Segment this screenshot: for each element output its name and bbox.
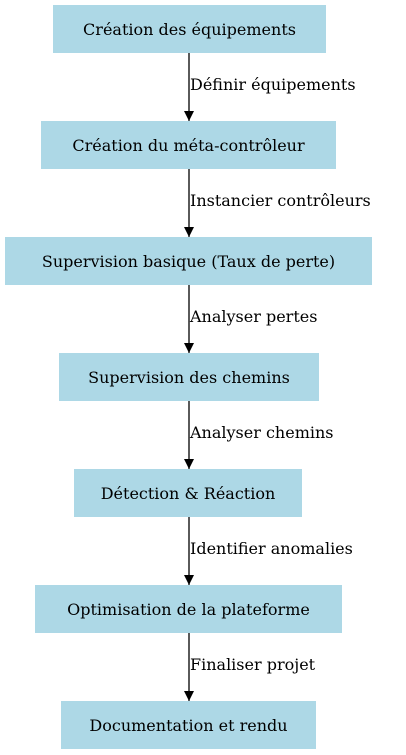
node-creation-meta-controleur: Création du méta-contrôleur [41,121,336,169]
edge-label-6: Finaliser projet [190,655,316,674]
node-detection-reaction: Détection & Réaction [74,469,302,517]
edge-label-5: Identifier anomalies [190,539,353,558]
edge-label-1: Définir équipements [190,75,356,94]
node-supervision-basique: Supervision basique (Taux de perte) [5,237,372,285]
node-supervision-chemins: Supervision des chemins [59,353,319,401]
node-optimisation-plateforme: Optimisation de la plateforme [35,585,342,633]
edge-label-4: Analyser chemins [190,423,334,442]
edge-label-3: Analyser pertes [190,307,318,326]
node-creation-equipements: Création des équipements [53,5,326,53]
node-documentation-rendu: Documentation et rendu [61,701,316,749]
edge-label-2: Instancier contrôleurs [190,191,371,210]
